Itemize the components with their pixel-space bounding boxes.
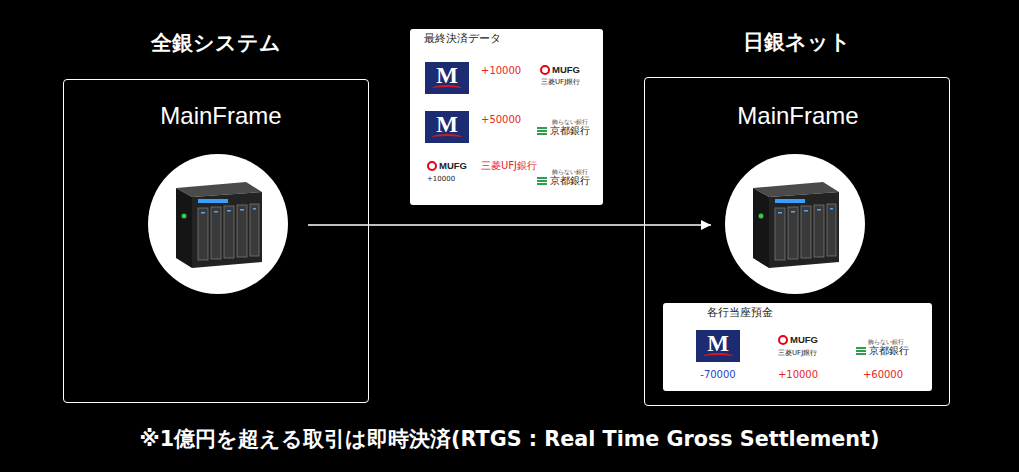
bank-logo: M <box>425 111 469 143</box>
panel-title: 最終決済データ <box>424 32 501 45</box>
mainframe-label: MainFrame <box>711 102 885 131</box>
bank-logo: MUFG <box>778 334 818 345</box>
bank-name: 三菱UFJ銀行 <box>541 78 580 86</box>
bank-logo: MUFG <box>540 64 580 75</box>
mainframe-node: MainFrame <box>711 102 885 302</box>
mainframe-label: MainFrame <box>134 102 308 131</box>
system-title: 全銀システム <box>64 31 368 56</box>
settlement-panel: 最終決済データM+10000MUFG三菱UFJ銀行M+50000飾らない銀行京都… <box>410 29 603 205</box>
server-left <box>148 154 288 294</box>
bank-logo: M <box>425 62 469 94</box>
bank-logo: MUFG <box>427 160 467 171</box>
balance-amount: +10000 <box>758 369 838 381</box>
amount: +10000 <box>481 65 521 77</box>
bank-tagline: 飾らない銀行 <box>552 118 588 125</box>
bank-logo: M <box>696 330 740 362</box>
bank-tagline: 飾らない銀行 <box>552 168 588 175</box>
bank-tagline: 飾らない銀行 <box>868 338 904 345</box>
balance-amount: -70000 <box>678 369 758 381</box>
panel-title: 各行当座預金 <box>707 306 773 319</box>
system-box: 全銀システムMainFrame <box>63 79 369 403</box>
amount: 三菱UFJ銀行 <box>481 160 537 172</box>
system-title: 日銀ネット <box>645 30 949 55</box>
balance-panel: 各行当座預金 M -70000 MUFG 三菱UFJ銀行 +10000 飾らない銀行京都銀行… <box>663 303 932 391</box>
amount: +50000 <box>481 114 521 126</box>
bank-logo: 京都銀行 <box>856 345 909 356</box>
bank-name: 三菱UFJ銀行 <box>778 349 817 357</box>
server-right <box>725 154 865 294</box>
caption-note: ※1億円を超える取引は即時決済(RTGS : Real Time Gross S… <box>0 427 1019 452</box>
mainframe-node: MainFrame <box>134 102 308 302</box>
bank-name: +10000 <box>427 175 455 183</box>
balance-amount: +60000 <box>843 369 923 381</box>
bank-logo: 京都銀行 <box>537 125 590 136</box>
bank-logo: 京都銀行 <box>537 175 590 186</box>
system-box: 日銀ネットMainFrame各行当座預金M-70000MUFG三菱UFJ銀行+1… <box>644 77 950 406</box>
